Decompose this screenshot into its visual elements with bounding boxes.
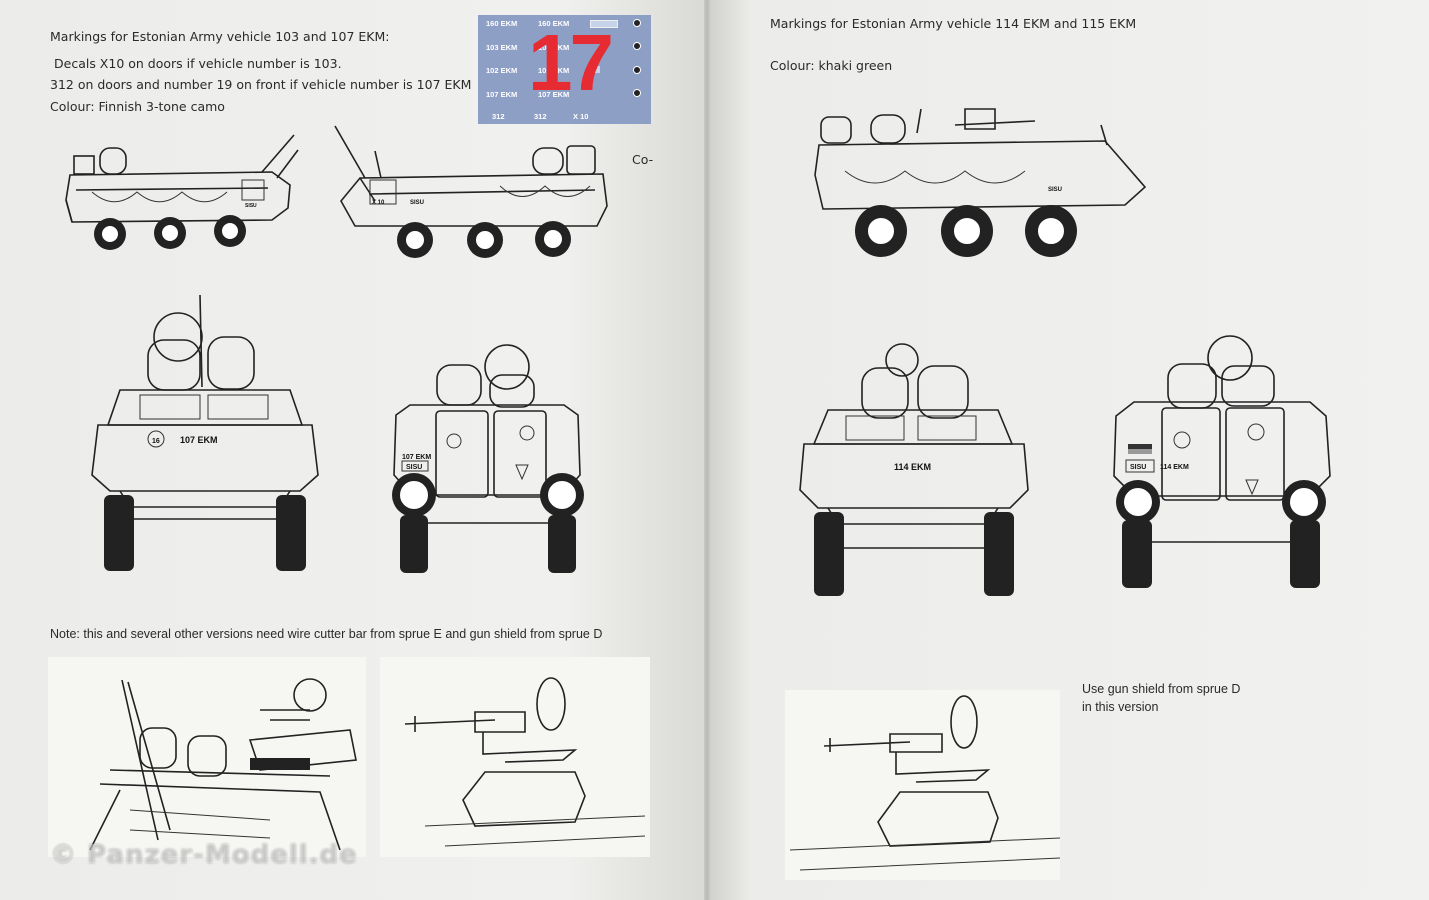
decal-label: 103 EKM (486, 43, 518, 52)
side-badge: SISU (410, 200, 424, 206)
decal-label: 102 EKM (538, 66, 570, 75)
decal-big-number: 17 (528, 18, 614, 107)
decal-label: 160 EKM (538, 19, 570, 28)
left-line-1: Decals X10 on doors if vehicle number is… (54, 56, 342, 71)
gun-note-line-2: in this version (1082, 700, 1159, 714)
apc-rear-view-114: SISU 114 EKM (1113, 335, 1331, 588)
decal-label: 103 EKM (538, 43, 570, 52)
detail-panel-turret (48, 657, 366, 857)
rear-plate: 107 EKM (402, 454, 431, 461)
apc-front-view-114: 114 EKM (799, 343, 1029, 596)
book-gutter (704, 0, 710, 900)
flag-decal (590, 20, 618, 28)
front-number: 16 (152, 438, 160, 445)
decal-label: 312 (492, 112, 505, 121)
watermark: © Panzer-Modell.de (50, 840, 358, 870)
apc-side-view-right: X 10 SISU (334, 125, 608, 258)
gun-detail-drawing-right (789, 695, 1061, 871)
decal-sheet: 160 EKM 160 EKM 103 EKM 103 EKM 102 EKM … (478, 15, 651, 124)
decal-label: 107 EKM (486, 90, 518, 99)
right-colour: Colour: khaki green (770, 58, 893, 73)
left-line-2: 312 on doors and number 19 on front if v… (50, 77, 472, 92)
decal-label: 160 EKM (486, 19, 518, 28)
flag-decal-small (590, 66, 600, 73)
decal-label: 102 EKM (486, 66, 518, 75)
front-plate: 107 EKM (180, 435, 218, 445)
side-badge: SISU (1048, 187, 1062, 193)
right-heading: Markings for Estonian Army vehicle 114 E… (770, 16, 1137, 31)
apc-front-view-left: 16 107 EKM (91, 294, 319, 571)
decal-label: 107 EKM (538, 90, 570, 99)
apc-rear-view-left: 107 EKM SISU (392, 344, 584, 573)
rear-badge: SISU (406, 464, 422, 471)
gun-note-line-1: Use gun shield from sprue D (1082, 682, 1241, 696)
apc-side-view-left: SISU (65, 134, 299, 250)
decal-dot (633, 19, 641, 27)
rear-plate: 114 EKM (1160, 464, 1189, 471)
turret-detail-drawing (89, 678, 357, 851)
gun-detail-drawing (404, 677, 646, 847)
rear-badge: SISU (1130, 464, 1146, 471)
decal-dot (633, 89, 641, 97)
side-door-mark: X 10 (372, 200, 385, 206)
decal-dot (633, 66, 641, 74)
left-heading: Markings for Estonian Army vehicle 103 a… (50, 29, 390, 44)
decal-label: X 10 (573, 112, 589, 121)
left-side-note: Co- (632, 152, 654, 167)
left-note: Note: this and several other versions ne… (50, 627, 603, 641)
apc-side-view-114: SISU (814, 108, 1147, 257)
front-plate: 114 EKM (894, 462, 931, 472)
left-colour: Colour: Finnish 3-tone camo (50, 99, 225, 114)
decal-dot (633, 42, 641, 50)
decal-label: 312 (534, 112, 547, 121)
side-badge: SISU (245, 203, 257, 209)
